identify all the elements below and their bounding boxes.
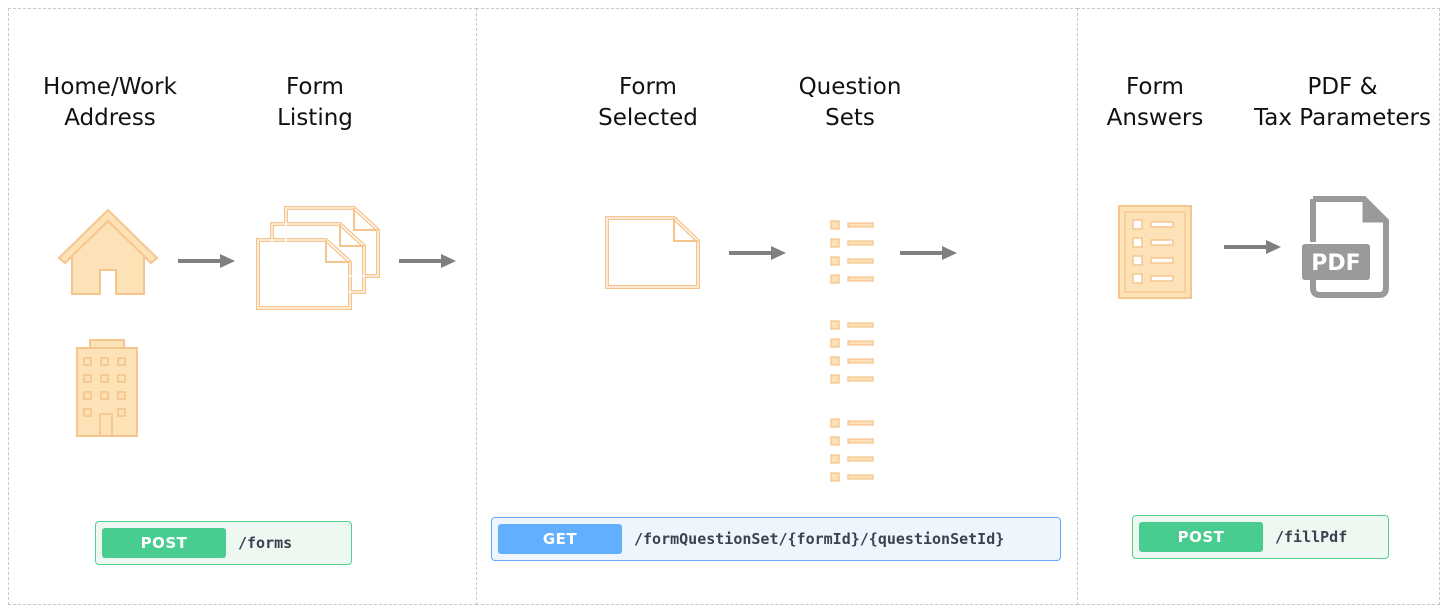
form-stack-icon [256,206,380,310]
checklist-icon [830,418,874,482]
arrow-right-icon [178,254,235,268]
method-badge: POST [1139,522,1263,552]
heading-pdf-tax-parameters: PDF &Tax Parameters [1254,74,1431,131]
endpoint-get-form-question-set[interactable]: GET /formQuestionSet/{formId}/{questionS… [491,517,1061,561]
arrow-right-icon [729,246,786,260]
panel-fill-pdf [1077,8,1440,605]
form-answers-icon [1118,205,1192,299]
checklist-icon [830,320,874,384]
endpoint-post-forms[interactable]: POST /forms [95,521,352,565]
checklist-icon [830,220,874,284]
pdf-label: PDF [1311,251,1360,276]
office-building-icon [76,339,138,437]
document-icon [605,216,700,289]
endpoint-path: /fillPdf [1275,528,1348,546]
endpoint-path: /formQuestionSet/{formId}/{questionSetId… [634,530,1005,548]
arrow-right-icon [1224,240,1281,254]
method-badge: POST [102,528,226,558]
pdf-file-icon: PDF [1302,196,1389,298]
endpoint-path: /forms [238,534,293,552]
panel-question-sets [476,8,1078,605]
arrow-right-icon [900,246,957,260]
method-badge: GET [498,524,622,554]
endpoint-post-fill-pdf[interactable]: POST /fillPdf [1132,515,1389,559]
house-icon [57,208,159,295]
arrow-right-icon [399,254,456,268]
